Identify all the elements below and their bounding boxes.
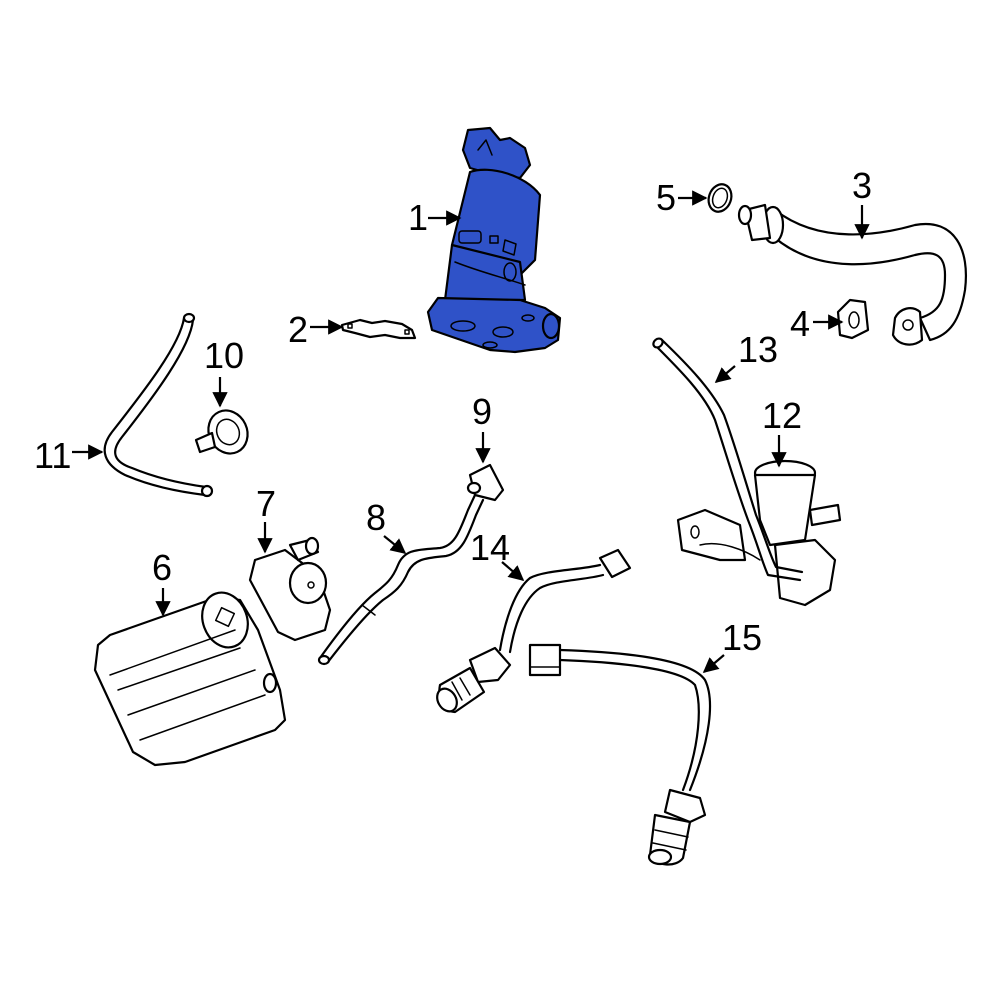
part-2-egr-valve-gasket[interactable] — [340, 318, 417, 340]
callout-5: 5 — [656, 177, 708, 218]
svg-text:2: 2 — [288, 309, 308, 350]
callout-7: 7 — [256, 483, 276, 554]
svg-text:7: 7 — [256, 483, 276, 524]
callout-11: 11 — [34, 435, 104, 476]
svg-text:15: 15 — [722, 617, 762, 658]
svg-text:10: 10 — [204, 335, 244, 376]
svg-text:9: 9 — [472, 391, 492, 432]
part-15-downstream-oxygen-sensor[interactable] — [528, 643, 712, 866]
part-8-vacuum-hose[interactable] — [317, 493, 485, 666]
svg-text:1: 1 — [408, 197, 428, 238]
callout-15: 15 — [702, 617, 762, 673]
callout-14: 14 — [470, 527, 525, 582]
part-13-purge-hose[interactable] — [652, 337, 804, 582]
part-14-upstream-oxygen-sensor[interactable] — [433, 548, 632, 715]
part-12-purge-solenoid[interactable] — [676, 459, 842, 607]
callout-10: 10 — [204, 335, 244, 408]
callout-2: 2 — [288, 309, 344, 350]
part-10-mounting-clip[interactable] — [194, 404, 255, 460]
part-5-o-ring[interactable] — [705, 181, 735, 215]
callout-13: 13 — [714, 329, 778, 383]
callout-4: 4 — [790, 303, 844, 344]
part-11-vent-hose[interactable] — [103, 312, 214, 498]
callout-6: 6 — [152, 547, 172, 617]
callouts: 1 2 3 4 5 6 7 8 — [34, 165, 872, 673]
callout-12: 12 — [762, 395, 802, 468]
svg-text:14: 14 — [470, 527, 510, 568]
part-9-hose-connector[interactable] — [466, 463, 505, 502]
callout-9: 9 — [472, 391, 492, 464]
svg-text:5: 5 — [656, 177, 676, 218]
svg-text:8: 8 — [366, 497, 386, 538]
callout-3: 3 — [852, 165, 872, 240]
callout-8: 8 — [366, 497, 407, 554]
callout-1: 1 — [408, 197, 462, 238]
part-7-leak-detection-pump[interactable] — [248, 536, 332, 642]
svg-text:11: 11 — [34, 435, 71, 476]
part-6-vapor-canister[interactable] — [93, 586, 287, 767]
part-3-egr-tube[interactable] — [737, 203, 967, 346]
part-1-egr-valve[interactable] — [426, 126, 562, 354]
svg-text:3: 3 — [852, 165, 872, 206]
svg-text:6: 6 — [152, 547, 172, 588]
svg-text:12: 12 — [762, 395, 802, 436]
part-4-egr-tube-gasket[interactable] — [836, 298, 870, 340]
svg-text:13: 13 — [738, 329, 778, 370]
svg-text:4: 4 — [790, 303, 810, 344]
